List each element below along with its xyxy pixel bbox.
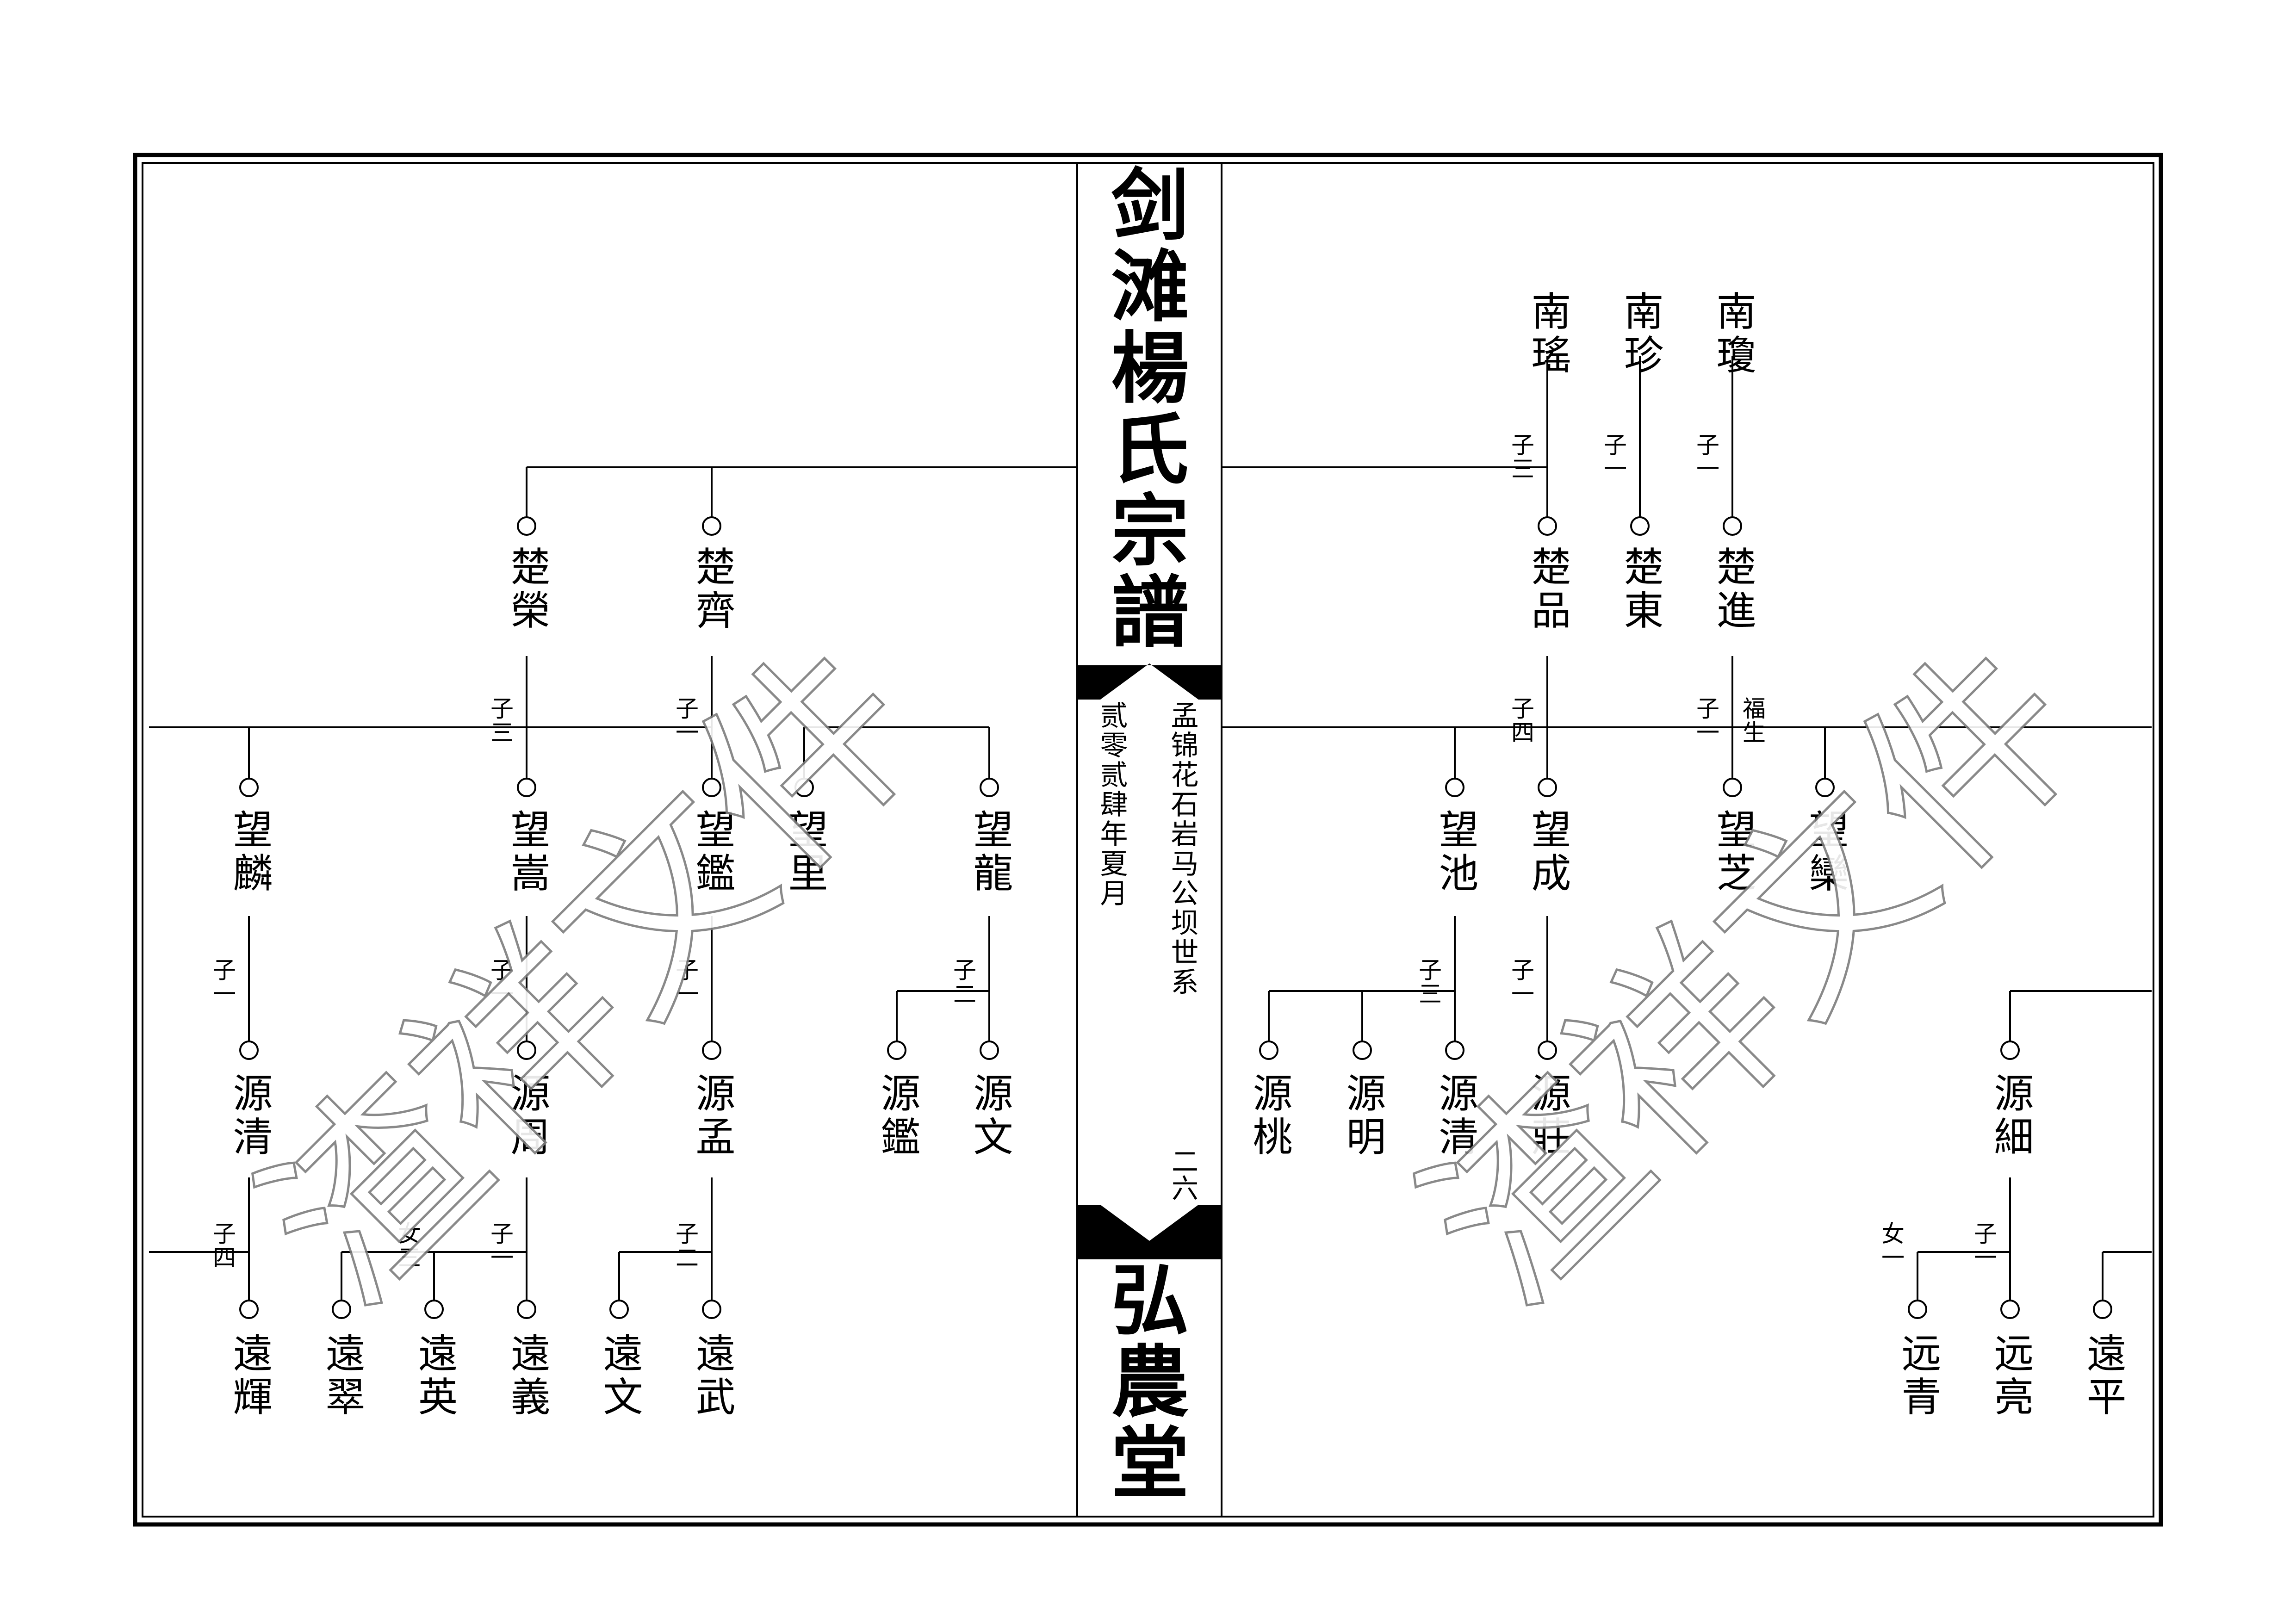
son-count-tag: 子一	[487, 1221, 514, 1270]
person-nanzhen: 南珍	[1617, 291, 1663, 378]
person-yuancui: 遠翠	[318, 1332, 365, 1419]
lineage-label: 孟锦花石岩马公坝世系	[1166, 701, 1198, 997]
son-count-tag: 子一	[1600, 433, 1627, 481]
person-wangzhi: 望芝	[1709, 809, 1756, 896]
son-count-tag: 子二	[672, 1221, 699, 1270]
left-tree-lines	[149, 466, 1077, 1319]
person-yuanwen: 源文	[966, 1072, 1012, 1159]
person-yuanwu: 遠武	[689, 1332, 735, 1419]
hall-name: 弘農堂	[1098, 1259, 1190, 1504]
daughter-count-tag: 女三	[394, 1221, 421, 1270]
outer-border	[133, 153, 2163, 1527]
person-yuanliang: 远亮	[1987, 1332, 2033, 1419]
son-count-tag: 子三	[487, 696, 514, 744]
person-yuanqing-left: 源清	[226, 1072, 272, 1159]
person-wangcheng: 望成	[1524, 809, 1570, 896]
son-count-tag: 子四	[1508, 696, 1534, 744]
son-count-tag: 子二	[949, 958, 976, 1006]
spine-top-fishtail	[1077, 663, 1222, 700]
person-yuanying: 遠英	[411, 1332, 457, 1419]
person-yuanxi: 源細	[1987, 1072, 2033, 1159]
person-yuanyi: 遠義	[503, 1332, 550, 1419]
son-count-tag: 子三	[1508, 433, 1534, 481]
person-nanqiong: 南瓊	[1709, 291, 1756, 378]
person-chudong: 楚東	[1617, 546, 1663, 633]
person-yuanming: 源明	[1339, 1072, 1385, 1159]
right-tree-lines	[1222, 356, 2152, 1319]
person-wanglin: 望麟	[226, 809, 272, 896]
son-count-tag: 子一	[1693, 696, 1719, 744]
person-yuanqing: 源清	[1432, 1072, 1478, 1159]
person-wangchi: 望池	[1432, 809, 1478, 896]
person-yuanzhou: 源周	[503, 1072, 550, 1159]
son-count-tag: 子一	[1508, 958, 1534, 1006]
person-wangluan: 望欒	[1802, 809, 1848, 896]
son-count-tag: 子三	[1415, 958, 1442, 1006]
person-nanyao: 南瑤	[1524, 291, 1570, 378]
person-yuanmeng: 源孟	[689, 1072, 735, 1159]
person-yuanzhuang: 源莊	[1524, 1072, 1570, 1159]
person-wanglong: 望龍	[966, 809, 1012, 896]
son-count-tag: 子一	[672, 958, 699, 1006]
son-count-tag: 子一	[1693, 433, 1719, 481]
inner-border	[142, 162, 2154, 1518]
person-yuantao: 源桃	[1246, 1072, 1292, 1159]
son-count-tag: 子一	[209, 958, 236, 1006]
alias-note: 福生	[1739, 696, 1766, 744]
son-count-tag: 子四	[209, 1221, 236, 1270]
person-yuanhui: 遠輝	[226, 1332, 272, 1419]
page-number: 二六	[1167, 1147, 1198, 1201]
son-count-tag: 子一	[487, 958, 514, 1006]
person-wangjian: 望鑑	[689, 809, 735, 896]
person-yuanping: 遠平	[2079, 1332, 2126, 1419]
person-yuanwen-gen5: 遠文	[596, 1332, 642, 1419]
person-yuanqing2: 远青	[1894, 1332, 1941, 1419]
spine-bottom-fishtail	[1077, 1205, 1222, 1259]
person-wangli: 望里	[781, 809, 827, 896]
son-count-tag: 子一	[672, 696, 699, 744]
compile-date: 贰零贰肆年夏月	[1095, 701, 1128, 908]
person-chupin: 楚品	[1524, 546, 1570, 633]
son-count-tag: 子一	[1970, 1221, 1997, 1270]
daughter-count-tag: 女一	[1878, 1221, 1905, 1270]
person-chujin: 楚進	[1709, 546, 1756, 633]
person-churong: 楚榮	[503, 546, 550, 633]
genealogy-title: 剑滩楊氏宗譜	[1098, 164, 1190, 653]
person-chuqi: 楚齊	[689, 546, 735, 633]
person-wangsong: 望嵩	[503, 809, 550, 896]
person-yuanjian: 源鑑	[874, 1072, 920, 1159]
